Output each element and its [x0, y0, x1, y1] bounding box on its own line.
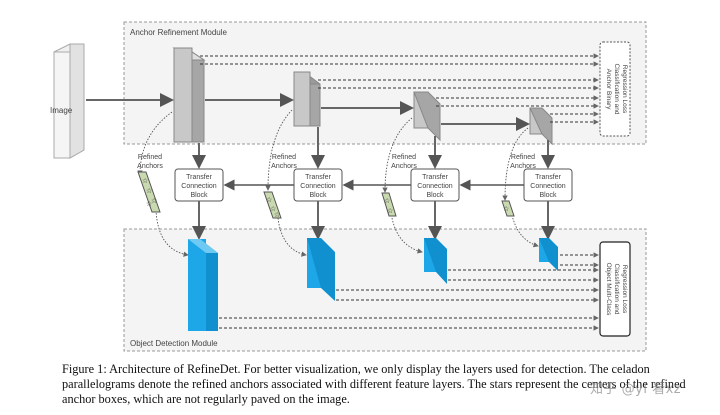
tcb-label-line-1: Transfer [186, 174, 212, 181]
arm-loss-label-3: Regression Loss [621, 65, 628, 114]
anchor-star-icon: ☆ [384, 197, 390, 205]
refined-anchor-parallelogram-3: ☆ ☆ [381, 192, 397, 217]
arm-to-tcb-arrows [192, 127, 555, 169]
arm-feature-block-2 [293, 71, 321, 127]
arm-loss-label-1: Anchor Binary [605, 69, 612, 111]
refined-anchor-parallelogram-2: ☆ ☆ ☆ [263, 191, 282, 219]
arm-forward-arrows [86, 93, 530, 131]
tcb-to-odm-arrows [192, 201, 555, 240]
refined-anchors-label-line-1: Refined [511, 154, 535, 161]
tcb-box-2: Transfer Connection Block [293, 168, 343, 202]
tcb-label-line-2: Connection [181, 183, 217, 190]
anchor-star-icon: ☆ [270, 205, 276, 213]
tcb-box-1: Transfer Connection Block [174, 168, 224, 202]
anchor-refinement-module-box [123, 21, 647, 145]
arm-feature-block-3 [413, 91, 441, 142]
refined-anchors-label-line-2: Anchors [271, 163, 297, 170]
tcb-label-line-1: Transfer [535, 174, 561, 181]
watermark: 知乎 @yl 看xz [590, 382, 682, 397]
anchor-refinement-module-title: Anchor Refinement Module [130, 28, 227, 37]
odm-feature-block-2 [307, 238, 335, 301]
input-image: Image [50, 43, 85, 159]
odm-feature-block-1 [188, 239, 218, 331]
anchor-star-icon: ☆ [387, 207, 393, 215]
odm-loss-box [599, 241, 631, 337]
refinedet-architecture-diagram: Anchor Refinement Module Object Detectio… [50, 21, 647, 352]
tcb-label-line-3: Block [190, 192, 208, 199]
tcb-box-3: Transfer Connection Block [410, 168, 460, 202]
tcb-label-line-1: Transfer [422, 174, 448, 181]
refined-anchors-label-line-1: Refined [138, 154, 162, 161]
anchor-star-icon: ☆ [151, 197, 157, 205]
odm-feature-block-3 [424, 238, 447, 284]
arm-feature-block-1 [172, 47, 206, 143]
refined-anchors-label-line-1: Refined [392, 154, 416, 161]
refined-anchors-label-line-1: Refined [272, 154, 296, 161]
refined-anchors-label-line-2: Anchors [391, 163, 417, 170]
anchor-star-icon: ☆ [146, 187, 152, 195]
refined-anchors-label-line-2: Anchors [510, 163, 536, 170]
arm-loss-arrows [200, 53, 599, 125]
anchor-flow-curves [137, 109, 539, 257]
refined-anchors-label-line-2: Anchors [137, 163, 163, 170]
odm-loss-label-2: Classification and [613, 264, 620, 315]
tcb-box-4: Transfer Connection Block [523, 168, 573, 202]
figure-caption: Figure 1: Architecture of RefineDet. For… [62, 362, 686, 406]
anchor-star-icon: ☆ [503, 205, 509, 213]
arm-loss-box [599, 41, 631, 137]
refined-anchor-parallelogram-4: ☆ [501, 200, 515, 217]
odm-loss-label-1: Object Multi-Class [605, 263, 612, 316]
tcb-label-line-2: Connection [300, 183, 336, 190]
refined-anchors-label-2: Refined Anchors [271, 154, 297, 170]
tcb-label-line-3: Block [426, 192, 444, 199]
refined-anchor-parallelogram-1: ☆ ☆ ☆ ☆ [137, 171, 161, 213]
tcb-label-line-1: Transfer [305, 174, 331, 181]
arm-loss-label-2: Classification and [613, 64, 620, 115]
tcb-label-line-3: Block [309, 192, 327, 199]
arm-feature-block-4 [529, 107, 553, 146]
odm-feature-block-4 [539, 238, 558, 271]
refined-anchors-label-3: Refined Anchors [391, 154, 417, 170]
input-image-label: Image [50, 106, 73, 115]
tcb-label-line-2: Connection [530, 183, 566, 190]
anchor-star-icon: ☆ [142, 177, 148, 185]
object-detection-module-title: Object Detection Module [130, 339, 218, 348]
anchor-star-icon: ☆ [146, 200, 152, 208]
tcb-label-line-3: Block [539, 192, 557, 199]
refined-anchors-label-1: Refined Anchors [137, 154, 163, 170]
refined-anchors-label-4: Refined Anchors [510, 154, 536, 170]
odm-loss-label-3: Regression Loss [621, 265, 628, 314]
odm-loss-arrows [219, 252, 599, 331]
anchor-star-icon: ☆ [274, 211, 280, 219]
anchor-star-icon: ☆ [266, 196, 272, 204]
tcb-label-line-2: Connection [417, 183, 453, 190]
